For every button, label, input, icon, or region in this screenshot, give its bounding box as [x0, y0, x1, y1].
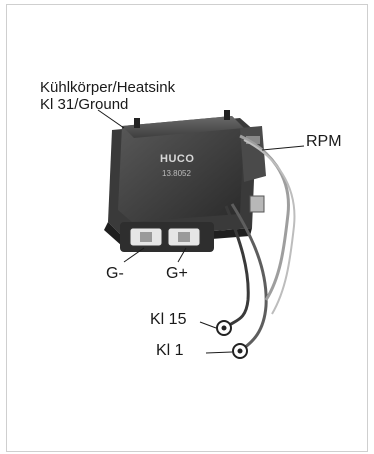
label-ground: Kl 31/Ground — [40, 97, 128, 112]
label-kl15: Kl 15 — [150, 312, 186, 328]
kl15-ring-terminal — [217, 321, 231, 335]
label-rpm: RPM — [306, 134, 342, 150]
label-g-plus: G+ — [166, 266, 188, 282]
ignition-module-body — [118, 110, 244, 222]
kl1-ring-terminal — [233, 344, 247, 358]
label-g-minus: G- — [106, 266, 124, 282]
label-kl1: Kl 1 — [156, 343, 184, 359]
terminal-block — [120, 222, 214, 252]
module-part-number: 13.8052 — [162, 170, 191, 178]
label-heatsink: Kühlkörper/Heatsink — [40, 80, 175, 95]
module-brand: HUCO — [160, 154, 194, 165]
